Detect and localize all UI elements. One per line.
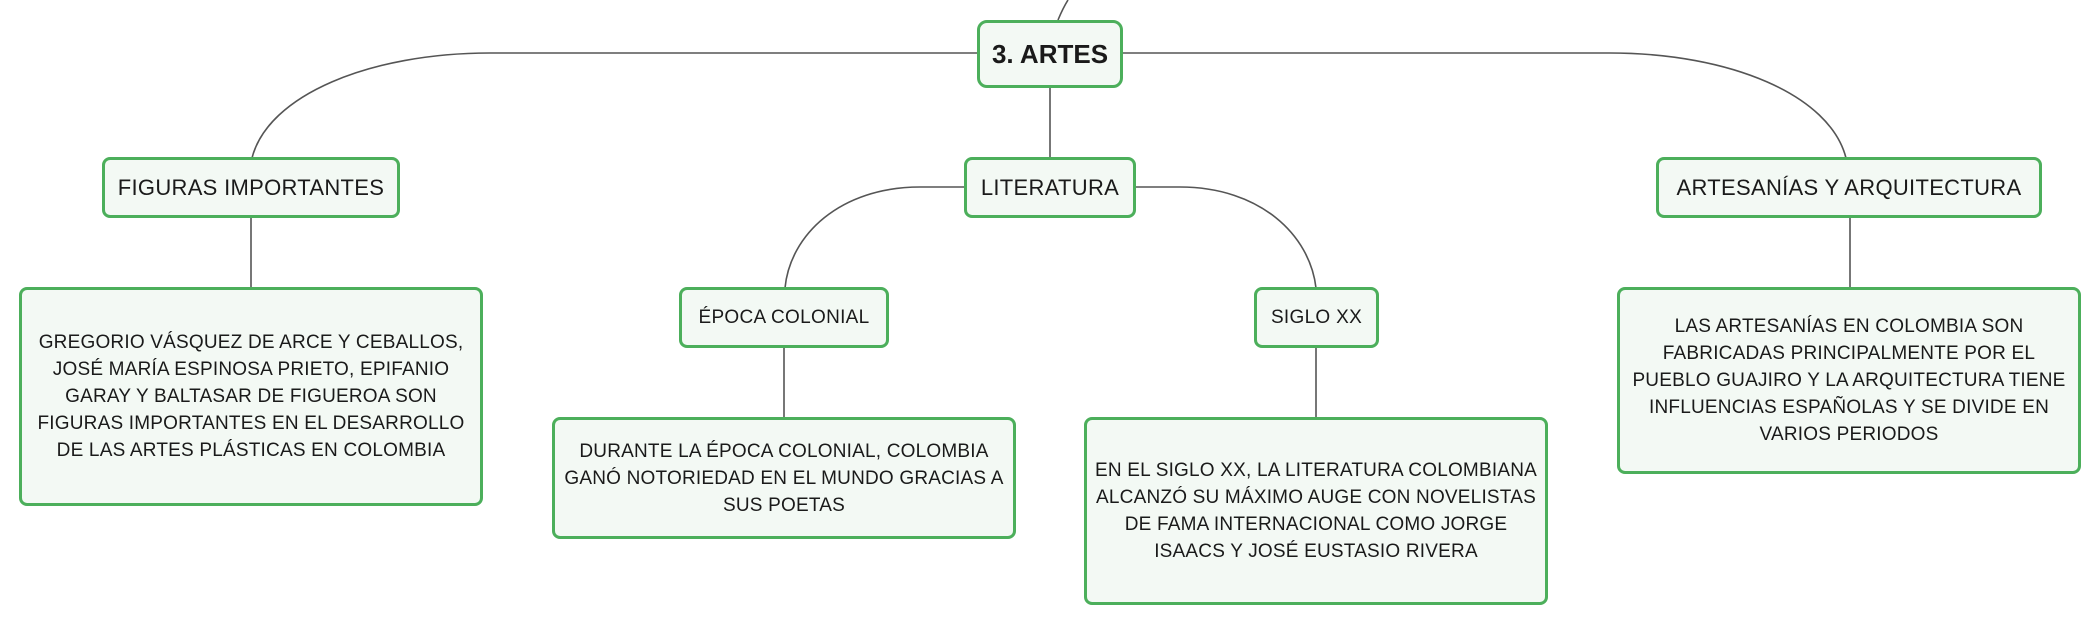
connector-literatura-to-colonial — [784, 186, 965, 289]
detail-artesanias-arquitectura[interactable]: LAS ARTESANÍAS EN COLOMBIA SON FABRICADA… — [1617, 287, 2081, 474]
sub-epoca-colonial[interactable]: ÉPOCA COLONIAL — [679, 287, 889, 348]
detail-epoca-colonial[interactable]: DURANTE LA ÉPOCA COLONIAL, COLOMBIA GANÓ… — [552, 417, 1016, 539]
root-node[interactable]: 3. ARTES — [977, 20, 1123, 88]
branch-figuras-importantes[interactable]: FIGURAS IMPORTANTES — [102, 157, 400, 218]
detail-figuras-importantes[interactable]: GREGORIO VÁSQUEZ DE ARCE Y CEBALLOS, JOS… — [19, 287, 483, 506]
branch-artesanias-arquitectura[interactable]: ARTESANÍAS Y ARQUITECTURA — [1656, 157, 2042, 218]
connector-root-to-artesanias — [1122, 52, 1847, 159]
sub-siglo-xx[interactable]: SIGLO XX — [1254, 287, 1379, 348]
connector-parent-to-root — [1057, 0, 1069, 21]
connector-literatura-to-siglo-xx — [1135, 186, 1317, 289]
branch-literatura[interactable]: LITERATURA — [964, 157, 1136, 218]
detail-siglo-xx[interactable]: EN EL SIGLO XX, LA LITERATURA COLOMBIANA… — [1084, 417, 1548, 605]
connector-root-to-figuras — [251, 52, 978, 159]
